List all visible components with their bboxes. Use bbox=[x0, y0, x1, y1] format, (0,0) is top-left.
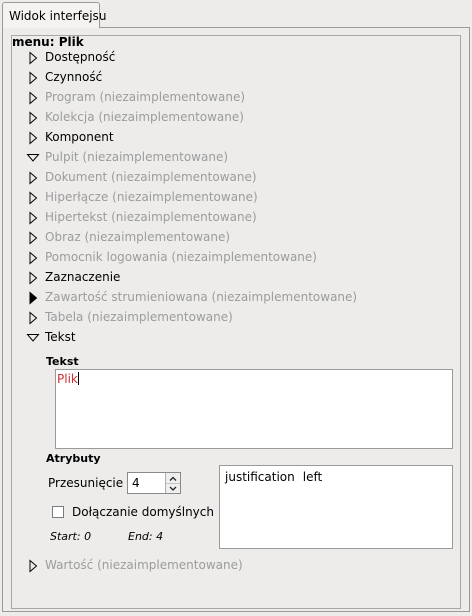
tree-item[interactable]: Dostępność bbox=[26, 48, 446, 68]
attribute-value: left bbox=[302, 470, 323, 484]
expander-right-icon[interactable] bbox=[26, 131, 40, 145]
menu-title: menu: Plik bbox=[12, 35, 84, 49]
tree-item-label: Pomocnik logowania (niezaimplementowane) bbox=[45, 250, 317, 264]
tree-item[interactable]: Czynność bbox=[26, 68, 446, 88]
tree-item-label: Pulpit (niezaimplementowane) bbox=[45, 150, 229, 164]
chevron-down-icon bbox=[169, 486, 177, 491]
text-caret bbox=[77, 372, 79, 385]
expander-right-icon[interactable] bbox=[26, 271, 40, 285]
tree-item-label: Wartość (niezaimplementowane) bbox=[45, 558, 243, 572]
expander-right-icon[interactable] bbox=[26, 311, 40, 325]
expander-right-icon[interactable] bbox=[26, 51, 40, 65]
tree-item[interactable]: Pomocnik logowania (niezaimplementowane) bbox=[26, 248, 446, 268]
tree-item[interactable]: Zaznaczenie bbox=[26, 268, 446, 288]
include-defaults-label: Dołączanie domyślnych bbox=[72, 505, 214, 519]
offset-value: 4 bbox=[132, 476, 140, 490]
text-content-view[interactable]: Plik bbox=[55, 369, 453, 449]
spin-down-button[interactable] bbox=[166, 483, 180, 493]
tree-item-label: Hipertekst (niezaimplementowane) bbox=[45, 210, 257, 224]
tree-item-label: Dokument (niezaimplementowane) bbox=[45, 170, 257, 184]
offset-spinbutton[interactable]: 4 bbox=[127, 472, 181, 494]
tree-item[interactable]: Komponent bbox=[26, 128, 446, 148]
tree-item[interactable]: Pulpit (niezaimplementowane) bbox=[26, 148, 446, 168]
tree-item-label: Hiperłącze (niezaimplementowane) bbox=[45, 190, 258, 204]
chevron-up-icon bbox=[169, 476, 177, 481]
tree-item[interactable]: Zawartość strumieniowana (niezaimplement… bbox=[26, 288, 446, 308]
attributes-heading: Atrybuty bbox=[46, 452, 101, 465]
tree-item-label: Dostępność bbox=[45, 50, 116, 64]
expander-right-icon[interactable] bbox=[26, 171, 40, 185]
tree-item[interactable]: Tekst bbox=[26, 328, 446, 348]
expander-right-icon[interactable] bbox=[26, 111, 40, 125]
attribute-entry: justification left bbox=[225, 470, 322, 484]
tab-interface-view[interactable]: Widok interfejsu bbox=[2, 2, 106, 28]
expander-right-icon[interactable] bbox=[26, 71, 40, 85]
text-section-heading: Tekst bbox=[46, 355, 79, 368]
tree-item-label: Zawartość strumieniowana (niezaimplement… bbox=[45, 290, 358, 304]
tree-item[interactable]: Program (niezaimplementowane) bbox=[26, 88, 446, 108]
spin-up-button[interactable] bbox=[166, 473, 180, 484]
tree-item-label: Zaznaczenie bbox=[45, 270, 121, 284]
start-offset: Start: 0 bbox=[50, 530, 92, 543]
spin-buttons bbox=[165, 473, 180, 493]
tree-item-label: Kolekcja (niezaimplementowane) bbox=[45, 110, 244, 124]
expander-right-icon[interactable] bbox=[26, 91, 40, 105]
expander-down-icon[interactable] bbox=[26, 331, 40, 345]
tree-item-label: Tekst bbox=[45, 330, 76, 344]
end-offset: End: 4 bbox=[128, 530, 164, 543]
expander-right-icon[interactable] bbox=[26, 559, 40, 573]
tree-item-label: Tabela (niezaimplementowane) bbox=[45, 310, 233, 324]
tree-item[interactable]: Hipertekst (niezaimplementowane) bbox=[26, 208, 446, 228]
expander-right-icon[interactable] bbox=[26, 211, 40, 225]
tree-item-label: Czynność bbox=[45, 70, 103, 84]
expander-right-icon[interactable] bbox=[26, 251, 40, 265]
expander-right-icon[interactable] bbox=[26, 231, 40, 245]
expander-right-icon[interactable] bbox=[26, 291, 40, 305]
attribute-key: justification bbox=[225, 470, 295, 484]
expander-down-icon[interactable] bbox=[26, 151, 40, 165]
offset-label: Przesunięcie bbox=[48, 476, 124, 490]
tree-item-label: Komponent bbox=[45, 130, 114, 144]
tree-item-value[interactable]: Wartość (niezaimplementowane) bbox=[26, 556, 446, 576]
expander-right-icon[interactable] bbox=[26, 191, 40, 205]
include-defaults-checkbox[interactable] bbox=[52, 506, 64, 518]
tree-item[interactable]: Dokument (niezaimplementowane) bbox=[26, 168, 446, 188]
tree-item-label: Program (niezaimplementowane) bbox=[45, 90, 246, 104]
tree-item[interactable]: Obraz (niezaimplementowane) bbox=[26, 228, 446, 248]
text-content: Plik bbox=[57, 372, 79, 386]
tree-item-label: Obraz (niezaimplementowane) bbox=[45, 230, 231, 244]
tab-label: Widok interfejsu bbox=[9, 9, 107, 23]
tree-item[interactable]: Kolekcja (niezaimplementowane) bbox=[26, 108, 446, 128]
tree-item[interactable]: Tabela (niezaimplementowane) bbox=[26, 308, 446, 328]
tree-item[interactable]: Hiperłącze (niezaimplementowane) bbox=[26, 188, 446, 208]
attributes-view[interactable]: justification left bbox=[219, 465, 453, 549]
